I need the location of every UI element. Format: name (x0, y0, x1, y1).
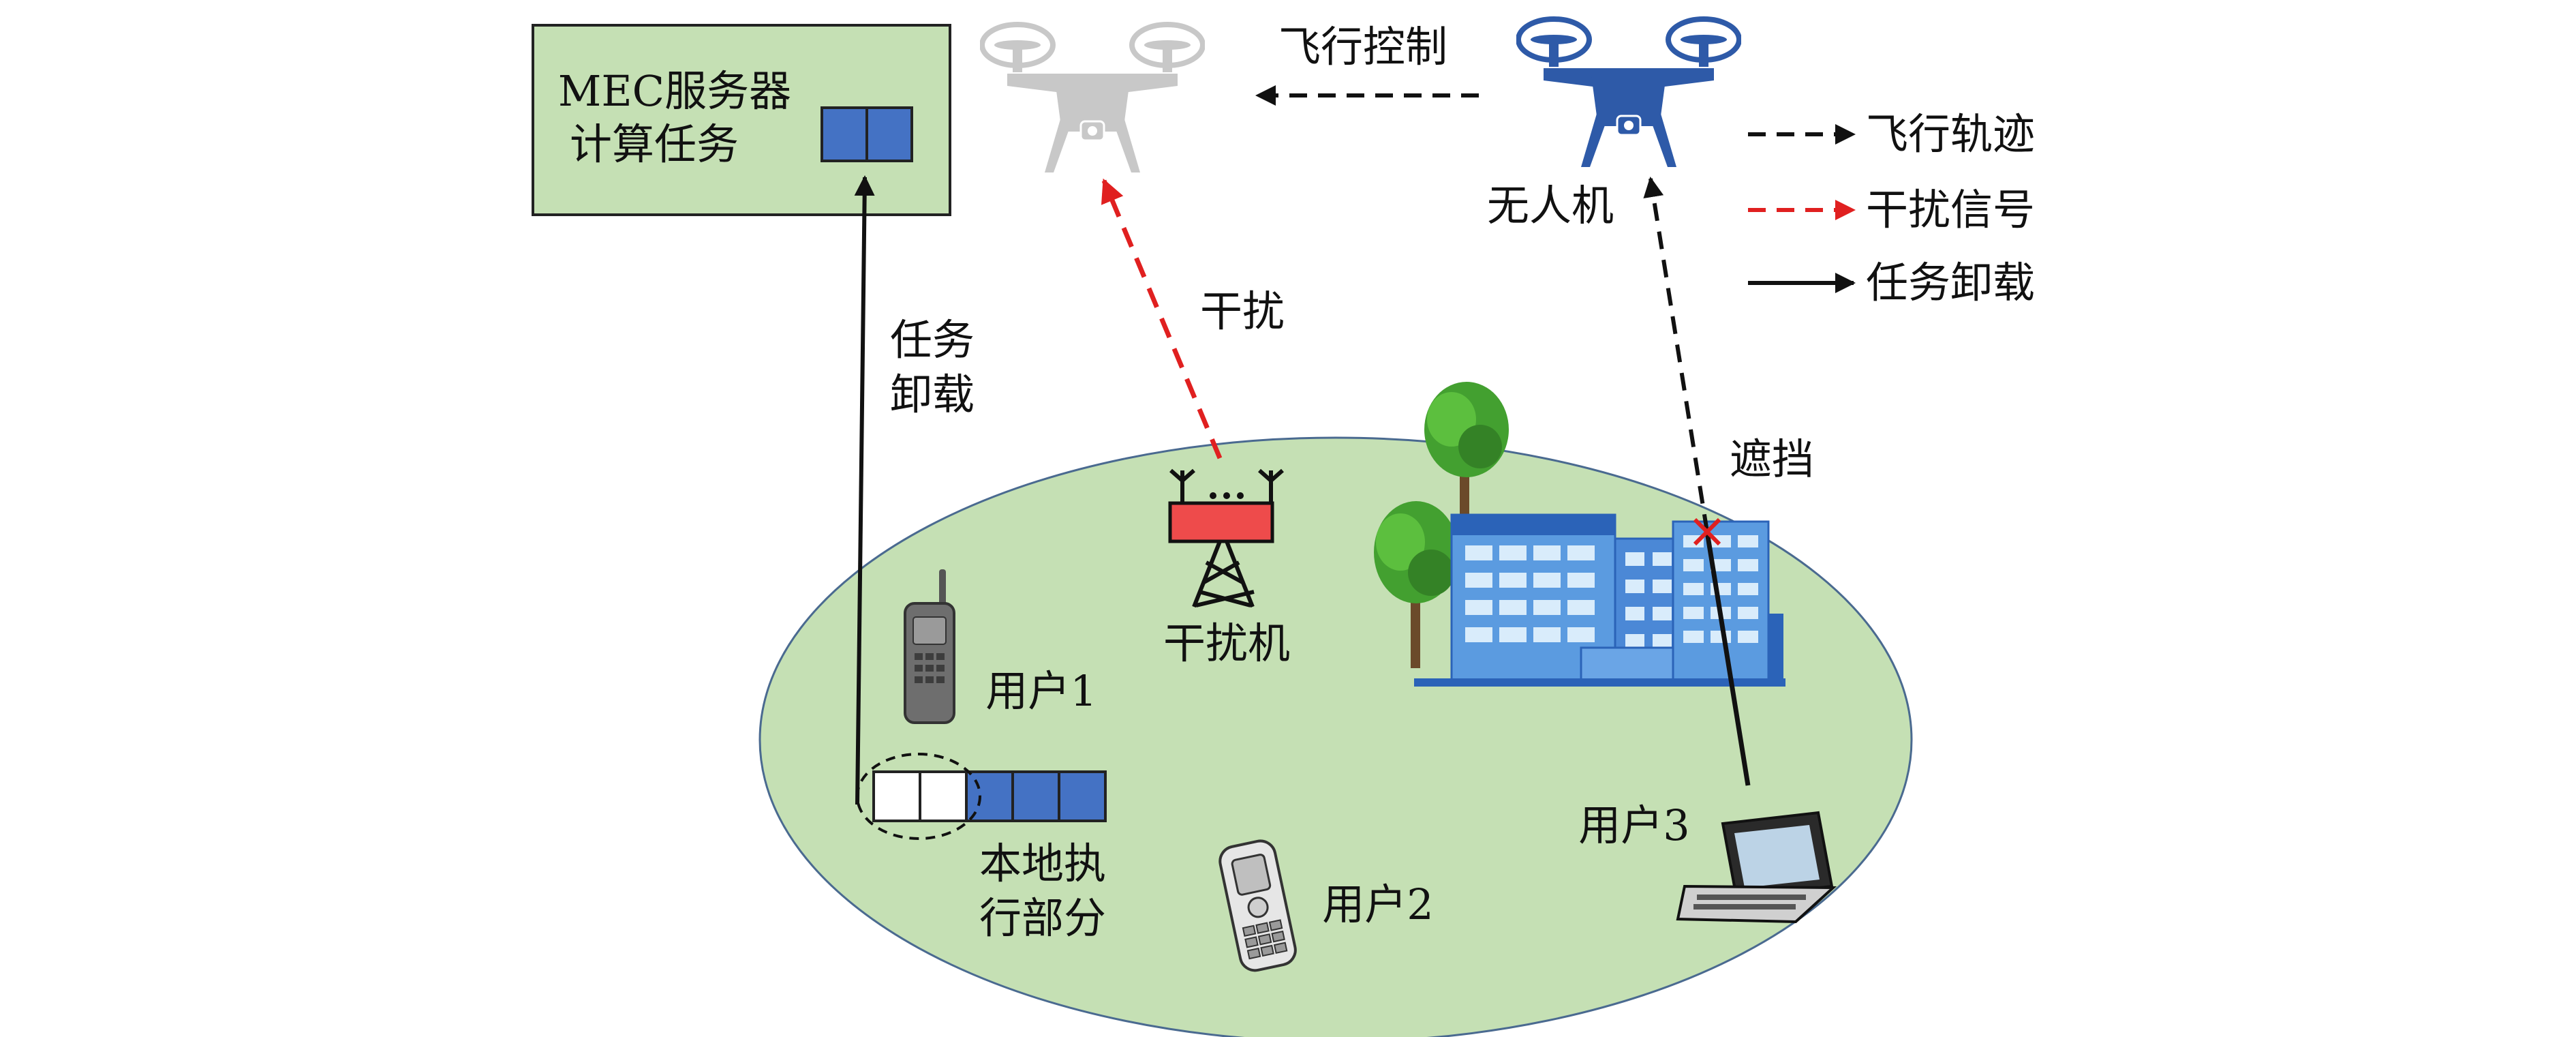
user1-label: 用户1 (985, 666, 1097, 716)
offload-label-line2: 卸载 (890, 370, 975, 419)
block-label: 遮挡 (1730, 434, 1814, 484)
legend-interference-label: 干扰信号 (1866, 185, 2035, 235)
local-execution-highlight (856, 753, 981, 840)
local-execution-label-line1: 本地执 (979, 839, 1106, 888)
jammer-tower-icon (1168, 468, 1284, 608)
local-execution-label-line2: 行部分 (979, 893, 1106, 943)
mec-task-blocks (821, 106, 913, 162)
jammer-label: 干扰机 (1163, 618, 1290, 668)
user2-label: 用户2 (1322, 880, 1433, 929)
uav-past-position (982, 25, 1203, 172)
legend-flight-trajectory-label: 飞行轨迹 (1866, 109, 2035, 159)
legend: 飞行轨迹 干扰信号 任务卸载 (1748, 109, 2035, 307)
flight-trajectory-arrow (1643, 177, 1709, 532)
tree-icon (1424, 382, 1509, 525)
mec-server-box: MEC服务器 计算任务 (532, 24, 951, 216)
offload-label-line1: 任务 (890, 315, 975, 365)
flight-control-label: 飞行控制 (1278, 22, 1447, 72)
offload-arrow (854, 175, 875, 805)
mec-server-title: MEC服务器 (558, 66, 791, 116)
office-building-icon (1414, 513, 1785, 687)
walkie-talkie-icon (904, 569, 955, 724)
laptop-icon (1676, 811, 1837, 924)
tree-icon (1374, 501, 1458, 668)
user3-label: 用户3 (1578, 800, 1689, 850)
block-cross-mark (1693, 517, 1721, 546)
uav (1518, 19, 1739, 167)
interference-label: 干扰 (1200, 286, 1285, 336)
quadcopter-drone-icon (1518, 19, 1739, 167)
legend-offload-label: 任务卸载 (1866, 258, 2035, 307)
task-queue (872, 770, 1107, 822)
blocked-link (1704, 531, 1751, 786)
interference-arrow (1101, 178, 1223, 460)
mec-compute-task-label: 计算任务 (570, 119, 739, 169)
mobile-phone-icon (1218, 839, 1297, 972)
uav-label: 无人机 (1487, 181, 1614, 230)
